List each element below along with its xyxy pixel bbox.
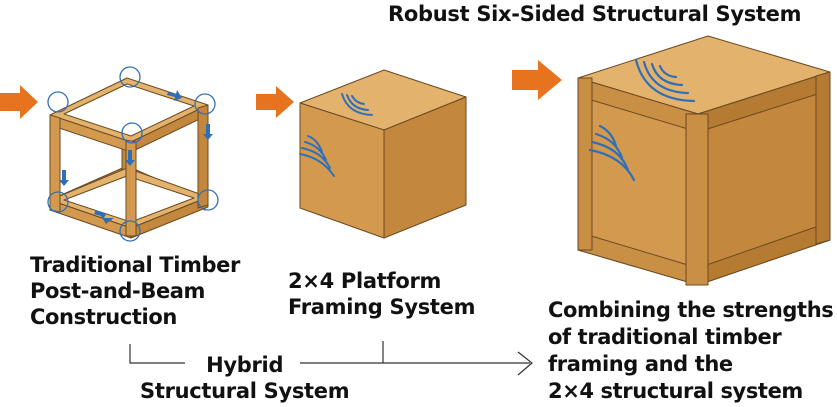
reinforced-box-icon: [577, 35, 831, 286]
caption-line: Structural System: [140, 379, 350, 403]
timber-frame-icon: [49, 77, 209, 239]
caption-line: Framing System: [288, 295, 476, 319]
diagram-title: Robust Six-Sided Structural System: [388, 2, 802, 26]
caption-platform: 2×4 Platform Framing System: [288, 268, 475, 320]
sound-wave-icon: [299, 93, 373, 177]
caption-combined: Combining the strengths of traditional t…: [548, 297, 834, 405]
wood-box-icon: [299, 69, 467, 239]
force-arrow: [59, 90, 213, 224]
caption-line: of traditional timber: [548, 325, 782, 349]
sound-wave-icon: [588, 58, 696, 182]
caption-line: Post-and-Beam: [30, 279, 206, 303]
arrow-right-icon: [0, 85, 38, 119]
caption-hybrid: Hybrid Structural System: [140, 352, 350, 404]
caption-line: Hybrid: [206, 353, 284, 377]
arrow-right-icon: [256, 86, 294, 118]
caption-line: Combining the strengths: [548, 298, 834, 322]
arrow-right-icon: [512, 60, 562, 100]
caption-line: 2×4 Platform: [288, 269, 442, 293]
caption-line: 2×4 structural system: [548, 379, 803, 403]
caption-line: Construction: [30, 305, 177, 329]
caption-line: Traditional Timber: [30, 253, 240, 277]
joint-marker: [47, 66, 219, 242]
caption-line: framing and the: [548, 352, 733, 376]
connector-lines: [129, 341, 533, 376]
caption-traditional: Traditional Timber Post-and-Beam Constru…: [30, 252, 240, 330]
